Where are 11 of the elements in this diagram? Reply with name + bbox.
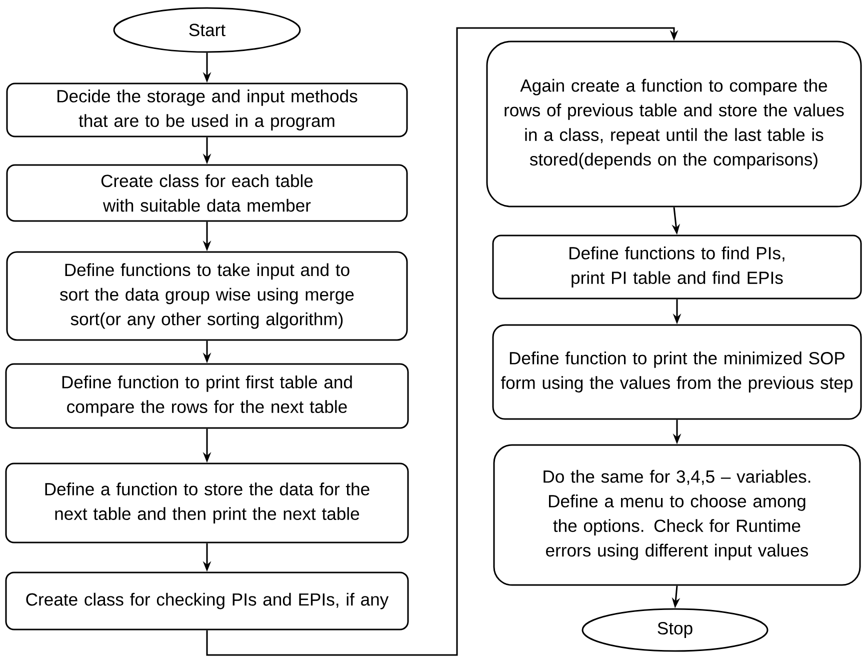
- process-box: Define functions to take input and to sort the data group wise using merge sort(or any other sorting algorithm): [6, 251, 408, 341]
- process-box: Define function to print the minimized SOP form using the values from the previous step: [492, 324, 862, 420]
- process-box: Again create a function to compare the rows of previous table and store the values in a class, repeat until the last table is stored(depends on the comparisons): [486, 40, 862, 208]
- process-box: Create class for each table with suitable data member: [6, 164, 408, 222]
- process-box: Do the same for 3,4,5 – variables. Define a menu to choose among the options. Check for Runtime errors using different input values: [493, 444, 861, 586]
- process-box: Define function to print first table and compare the rows for the next table: [5, 363, 409, 429]
- process-box: Define functions to find PIs, print PI table and find EPIs: [492, 234, 862, 300]
- arrow: [206, 27, 678, 656]
- process-box: Create class for checking PIs and EPIs, if any: [5, 572, 409, 630]
- process-box: Define a function to store the data for the next table and then print the next table: [5, 462, 409, 544]
- process-box: Decide the storage and input methods that are to be used in a program: [6, 82, 408, 138]
